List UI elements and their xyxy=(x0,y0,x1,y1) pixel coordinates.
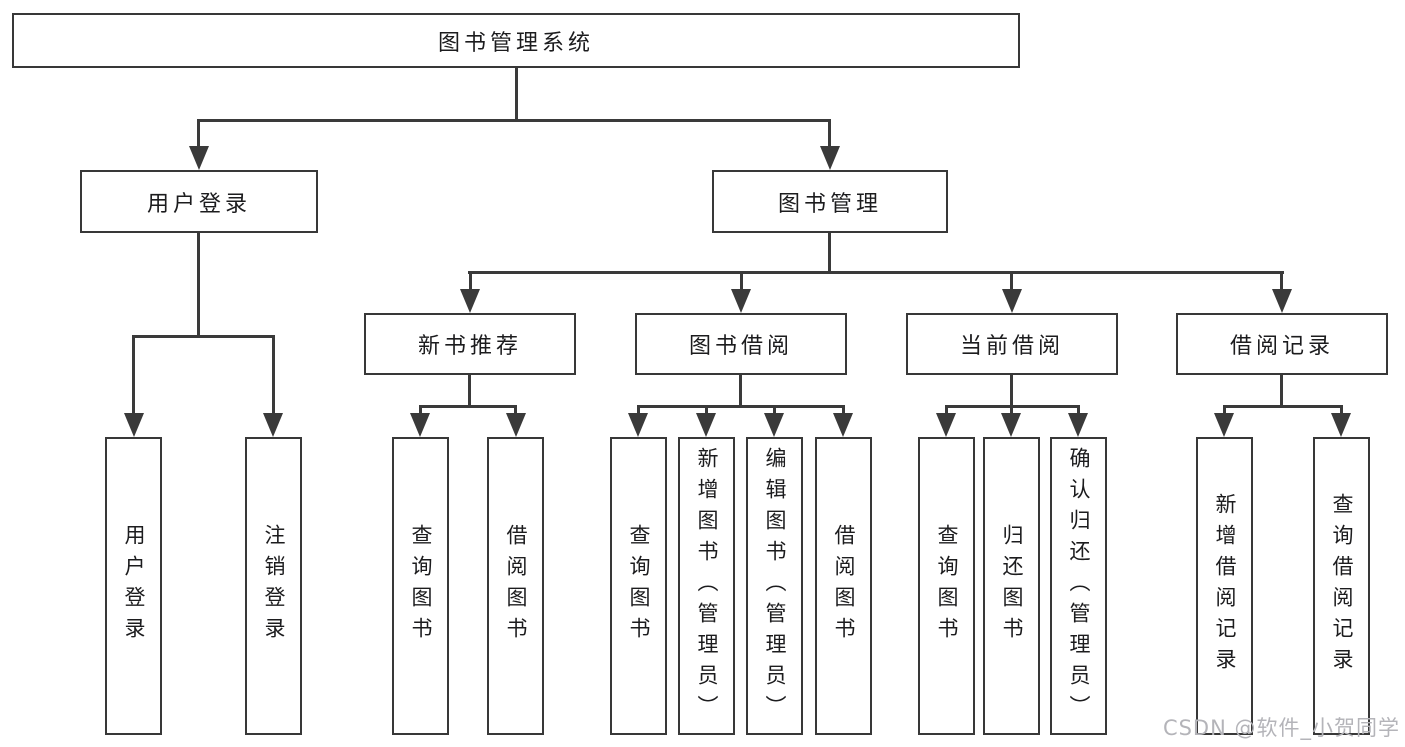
node-label: 用户登录 xyxy=(146,191,251,217)
arrow-down-icon xyxy=(1002,289,1022,313)
edge-segment xyxy=(705,405,708,413)
edge-segment xyxy=(1340,405,1343,413)
leaf-label: 编辑图书（管理员） xyxy=(763,446,787,726)
edge-segment xyxy=(197,233,200,335)
node-label: 图书管理系统 xyxy=(437,30,594,56)
edge-segment xyxy=(419,405,517,408)
leaf-label: 用户登录 xyxy=(122,524,146,648)
leaf-label: 查询图书 xyxy=(409,524,433,648)
edge-segment xyxy=(1010,405,1013,413)
arrow-down-icon xyxy=(1214,413,1234,437)
leaf-label: 新增借阅记录 xyxy=(1213,493,1237,679)
arrow-down-icon xyxy=(189,146,209,170)
edge-segment xyxy=(739,375,742,405)
leaf-label: 新增图书（管理员） xyxy=(695,446,719,726)
edge-segment xyxy=(637,405,640,413)
leaf-label: 借阅图书 xyxy=(832,524,856,648)
edge-segment xyxy=(514,405,517,413)
edge-segment xyxy=(272,335,275,413)
arrow-down-icon xyxy=(820,146,840,170)
leaf-logout: 注销登录 xyxy=(245,437,302,735)
leaf-borrow-query-book: 查询图书 xyxy=(610,437,667,735)
node-label: 图书借阅 xyxy=(688,334,793,359)
leaf-current-return-book: 归还图书 xyxy=(983,437,1040,735)
node-library-management-system: 图书管理系统 xyxy=(12,13,1020,68)
arrow-down-icon xyxy=(731,289,751,313)
edge-segment xyxy=(637,405,845,408)
arrow-down-icon xyxy=(628,413,648,437)
leaf-label: 查询图书 xyxy=(935,524,959,648)
node-label: 借阅记录 xyxy=(1229,334,1334,359)
edge-segment xyxy=(469,271,472,291)
arrow-down-icon xyxy=(263,413,283,437)
arrow-down-icon xyxy=(1001,413,1021,437)
arrow-down-icon xyxy=(696,413,716,437)
edge-segment xyxy=(197,119,200,146)
edge-segment xyxy=(945,405,948,413)
node-current-borrowing: 当前借阅 xyxy=(906,313,1118,375)
arrow-down-icon xyxy=(460,289,480,313)
edge-segment xyxy=(773,405,776,413)
arrow-down-icon xyxy=(764,413,784,437)
edge-segment xyxy=(842,405,845,413)
edge-segment xyxy=(1223,405,1226,413)
node-user-login: 用户登录 xyxy=(80,170,318,233)
leaf-label: 查询借阅记录 xyxy=(1330,493,1354,679)
leaf-records-add-record: 新增借阅记录 xyxy=(1196,437,1253,735)
edge-segment xyxy=(419,405,422,413)
edge-segment xyxy=(1280,271,1283,291)
edge-segment xyxy=(1010,271,1013,291)
leaf-current-query-book: 查询图书 xyxy=(918,437,975,735)
arrow-down-icon xyxy=(833,413,853,437)
leaf-borrow-add-book-admin: 新增图书（管理员） xyxy=(678,437,735,735)
edge-segment xyxy=(740,271,743,291)
leaf-borrow-borrow-book: 借阅图书 xyxy=(815,437,872,735)
edge-segment xyxy=(132,335,135,413)
leaf-recommend-borrow-book: 借阅图书 xyxy=(487,437,544,735)
leaf-label: 查询图书 xyxy=(627,524,651,648)
node-label: 新书推荐 xyxy=(417,334,522,359)
arrow-down-icon xyxy=(124,413,144,437)
leaf-records-query-record: 查询借阅记录 xyxy=(1313,437,1370,735)
edge-segment xyxy=(468,375,471,405)
edge-segment xyxy=(1280,375,1283,405)
edge-segment xyxy=(132,335,275,338)
leaf-label: 借阅图书 xyxy=(504,524,528,648)
arrow-down-icon xyxy=(1272,289,1292,313)
leaf-current-confirm-return-admin: 确认归还（管理员） xyxy=(1050,437,1107,735)
edge-segment xyxy=(197,119,831,122)
node-label: 图书管理 xyxy=(777,191,882,217)
arrow-down-icon xyxy=(1331,413,1351,437)
leaf-label: 归还图书 xyxy=(1000,524,1024,648)
leaf-borrow-edit-book-admin: 编辑图书（管理员） xyxy=(746,437,803,735)
edge-segment xyxy=(828,119,831,146)
edge-segment xyxy=(1077,405,1080,413)
arrow-down-icon xyxy=(1068,413,1088,437)
leaf-label: 注销登录 xyxy=(262,524,286,648)
arrow-down-icon xyxy=(506,413,526,437)
node-book-borrowing: 图书借阅 xyxy=(635,313,847,375)
edge-segment xyxy=(1223,405,1343,408)
csdn-watermark: CSDN @软件_小贺同学 xyxy=(1162,716,1400,740)
node-new-book-recommendation: 新书推荐 xyxy=(364,313,576,375)
edge-segment xyxy=(468,271,1284,274)
node-label: 当前借阅 xyxy=(959,334,1064,359)
arrow-down-icon xyxy=(410,413,430,437)
edge-segment xyxy=(828,233,831,271)
leaf-recommend-query-book: 查询图书 xyxy=(392,437,449,735)
leaf-user-login: 用户登录 xyxy=(105,437,162,735)
node-book-management: 图书管理 xyxy=(712,170,948,233)
node-borrowing-records: 借阅记录 xyxy=(1176,313,1388,375)
leaf-label: 确认归还（管理员） xyxy=(1067,446,1091,726)
edge-segment xyxy=(515,68,518,119)
arrow-down-icon xyxy=(936,413,956,437)
edge-segment xyxy=(1010,375,1013,405)
